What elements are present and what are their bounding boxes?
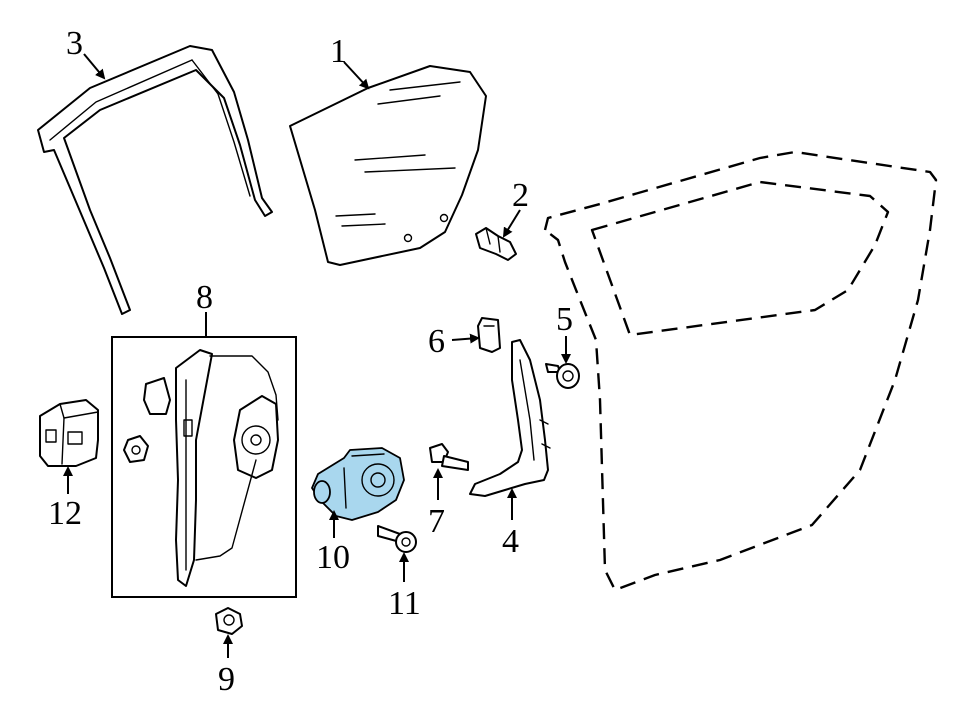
bolt-11-part [377,525,417,553]
stopper-part [475,227,517,261]
guide-rail-part [469,339,551,497]
callout-3: 3 [66,25,83,62]
callout-8: 8 [196,279,213,316]
door-outline [543,150,938,592]
callout-7: 7 [428,503,445,540]
callout-2: 2 [512,177,529,214]
retainer-part [477,317,501,353]
clip-part [545,363,580,389]
callout-4: 4 [502,523,519,560]
callout-10: 10 [316,539,350,576]
callout-11: 11 [388,585,421,622]
nut-9-part [215,607,243,635]
callout-9: 9 [218,661,235,698]
bolt-7-part [429,443,469,471]
motor-part [311,447,405,521]
regulator-box [111,336,297,598]
callout-5: 5 [556,301,573,338]
callout-6: 6 [428,323,445,360]
callout-labels: 3 1 2 6 5 8 12 7 4 10 11 9 [48,25,573,698]
callout-12: 12 [48,495,82,532]
callout-1: 1 [330,33,347,70]
control-module-part [39,399,99,467]
run-channel-part [37,45,273,315]
glass-part [289,65,487,266]
leader-lines [63,53,571,658]
